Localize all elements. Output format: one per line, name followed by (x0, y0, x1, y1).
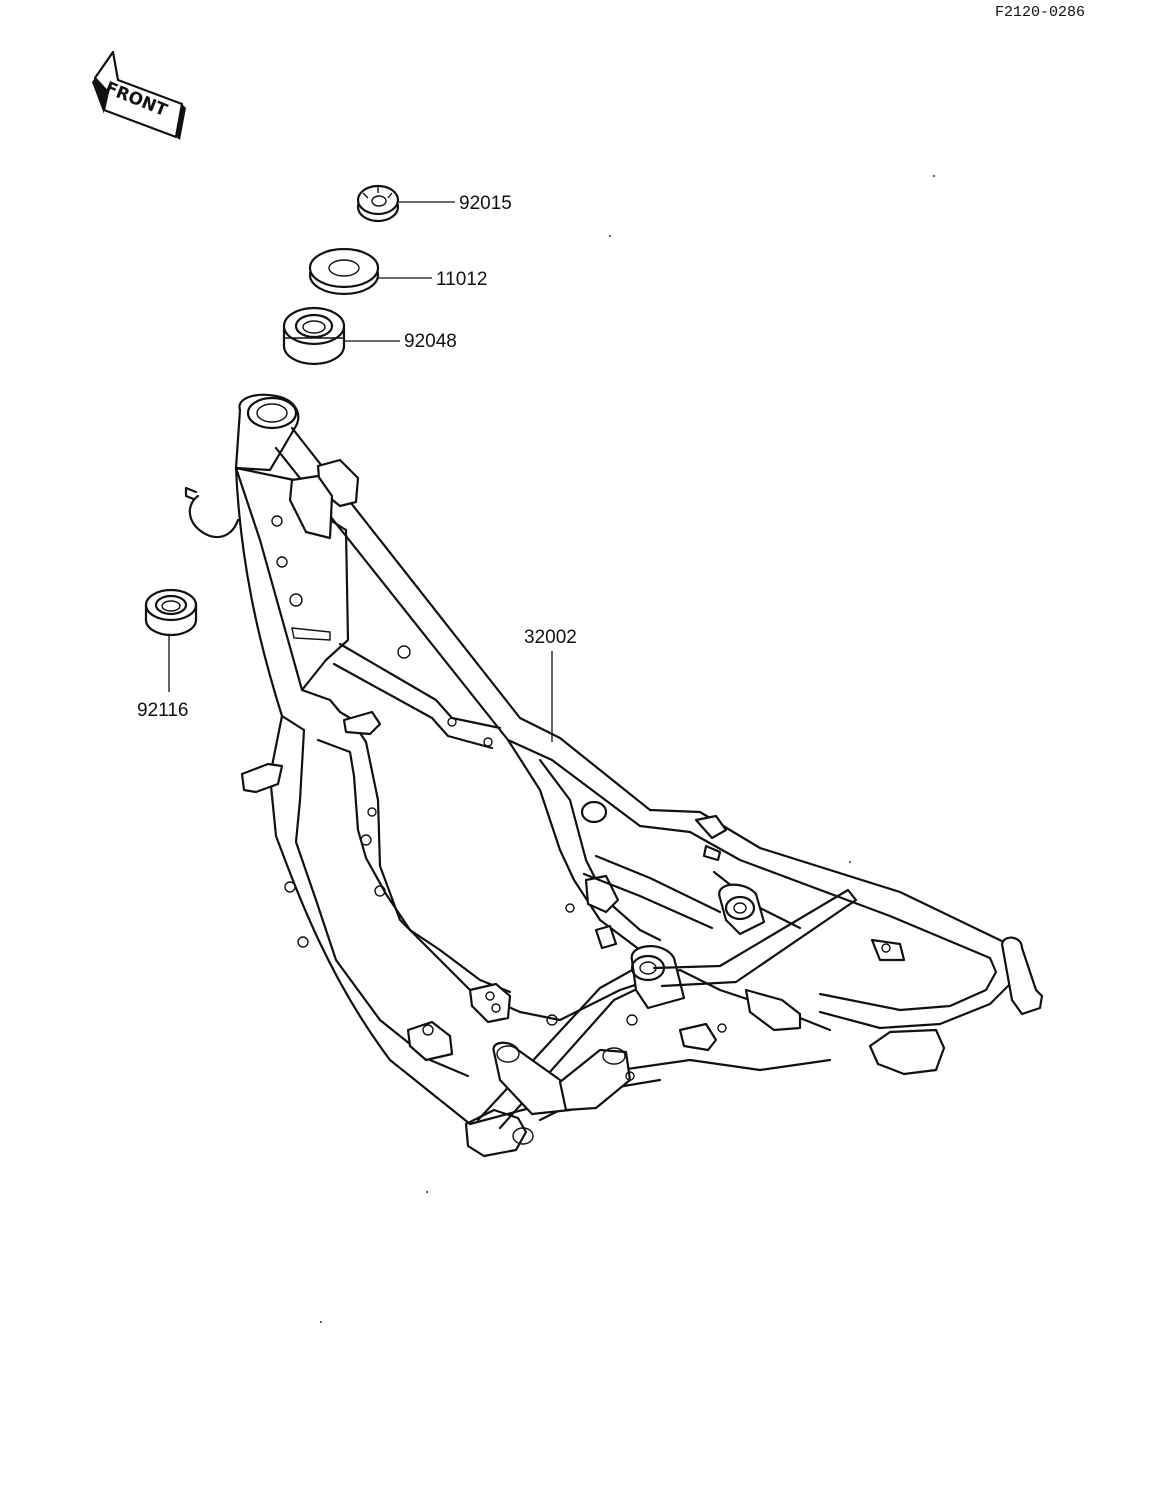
washer-icon (308, 247, 380, 296)
part-number-11012: 11012 (436, 269, 487, 290)
lower-seal-icon (144, 588, 198, 637)
part-number-32002: 32002 (524, 627, 577, 648)
motorcycle-frame-icon (184, 393, 1044, 1158)
upper-seal-icon (282, 306, 346, 366)
part-number-92015: 92015 (459, 193, 512, 214)
castle-nut-icon (356, 184, 400, 223)
front-arrow-icon: FRONT (92, 50, 186, 140)
part-number-92048: 92048 (404, 331, 457, 352)
part-number-92116: 92116 (137, 700, 188, 721)
diagram-code: F2120-0286 (995, 4, 1085, 21)
